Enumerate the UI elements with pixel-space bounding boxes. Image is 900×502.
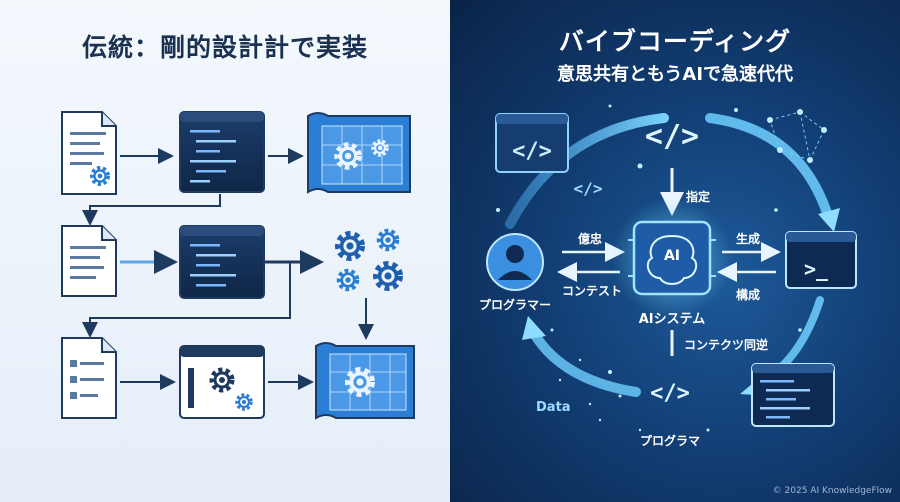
label-instruct: 指定 bbox=[686, 190, 711, 204]
copyright-footer: © 2025 AI KnowledgeFlow bbox=[772, 486, 892, 496]
code-editor-icon bbox=[179, 111, 265, 193]
flow-arc bbox=[527, 325, 641, 397]
svg-text:</>: </> bbox=[512, 139, 552, 164]
gear-icon bbox=[339, 271, 357, 289]
flow-arc bbox=[505, 113, 669, 229]
gear-icon bbox=[338, 234, 362, 258]
traditional-title: 伝統：剛的設計計で実装 bbox=[81, 33, 368, 62]
document-icon bbox=[61, 225, 117, 297]
code-tag-icon: </> bbox=[495, 113, 569, 173]
label-ai-system: AIシステム bbox=[638, 312, 706, 327]
label-data: Data bbox=[536, 400, 571, 415]
network-icon bbox=[769, 111, 825, 161]
document-icon bbox=[61, 111, 117, 195]
sparkle-decoration bbox=[496, 104, 802, 432]
user-icon bbox=[486, 233, 544, 291]
vibe-coding-subtitle: 意思共有ともうAIで急速代代 bbox=[556, 64, 794, 85]
gear-icon bbox=[379, 231, 397, 249]
flow-arc bbox=[705, 113, 833, 221]
ai-badge: AI bbox=[663, 248, 681, 264]
label-context-in: コンテスト bbox=[562, 284, 623, 298]
label-context-sync: コンテクツ同逆 bbox=[684, 338, 769, 352]
gear-icon bbox=[376, 264, 400, 288]
terminal-icon: >_ bbox=[785, 231, 857, 289]
label-program: プログラマ bbox=[639, 434, 701, 448]
label-programmer: プログラマー bbox=[478, 298, 552, 312]
code-editor-icon bbox=[751, 363, 835, 427]
code-editor-icon bbox=[179, 225, 265, 299]
code-tag-icon: </> bbox=[650, 381, 690, 406]
blueprint-icon bbox=[315, 342, 415, 420]
document-icon bbox=[61, 337, 117, 419]
vibe-coding-title: バイブコーディング bbox=[558, 27, 792, 56]
label-generate: 生成 bbox=[736, 232, 761, 246]
svg-text:>_: >_ bbox=[804, 257, 829, 281]
code-tag-icon: </> bbox=[645, 119, 699, 154]
label-compose: 構成 bbox=[736, 288, 761, 302]
ai-brain-icon bbox=[628, 220, 716, 296]
code-tag-icon: </> bbox=[574, 179, 603, 198]
label-intent: 億忠 bbox=[578, 232, 603, 246]
